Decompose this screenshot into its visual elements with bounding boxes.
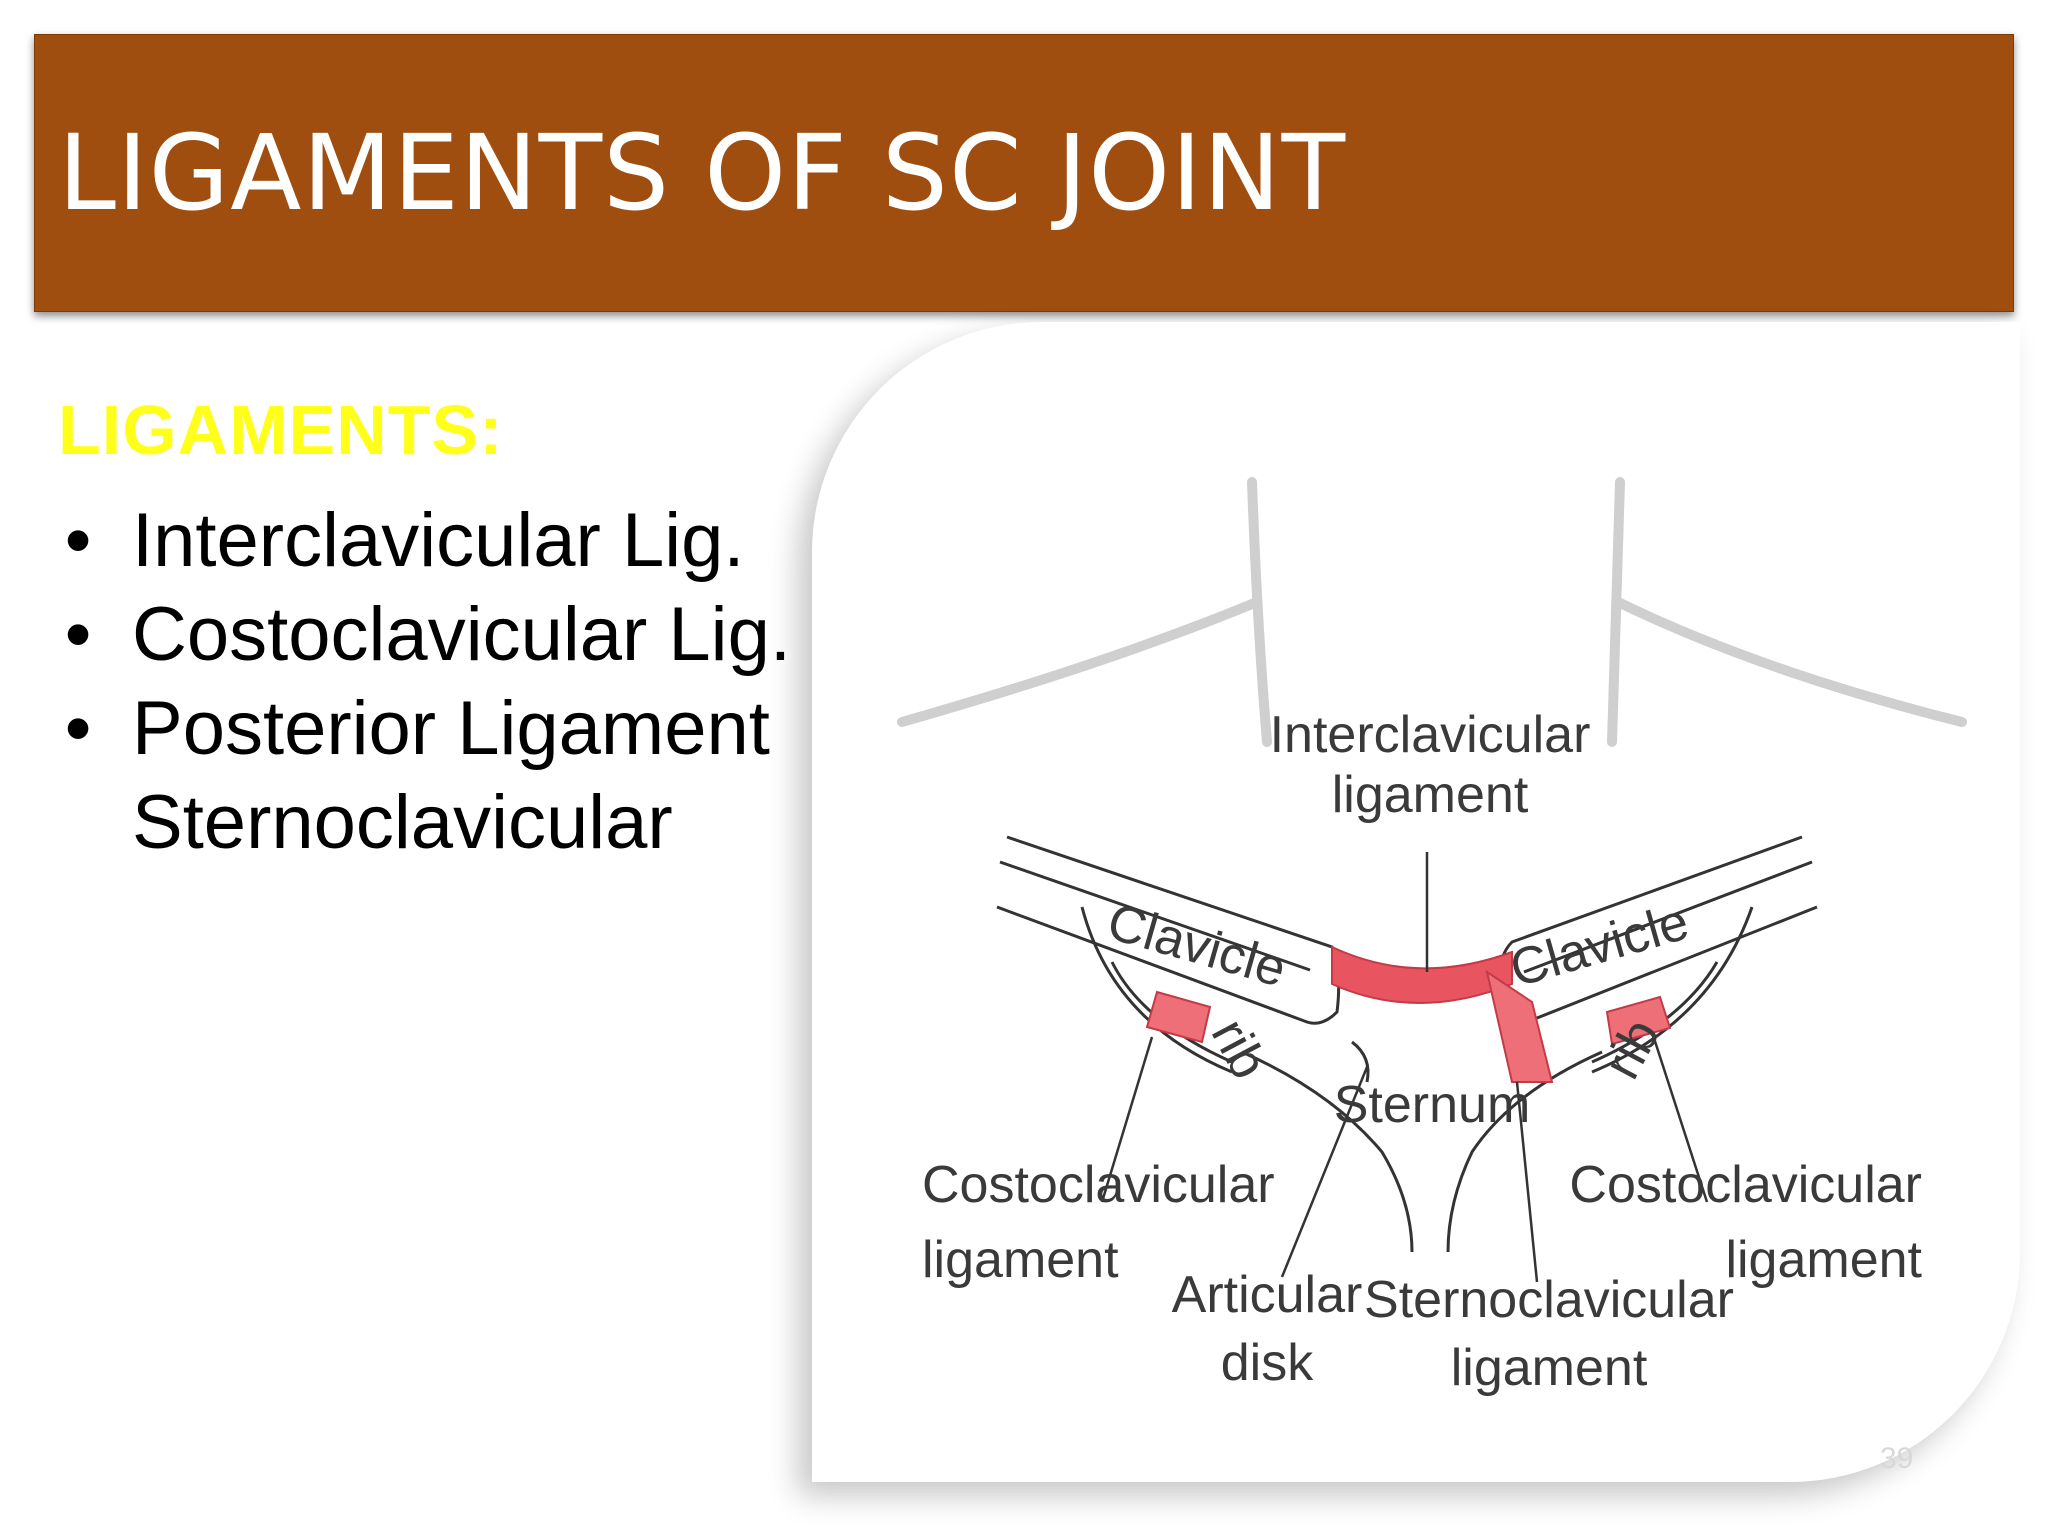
list-item-text: Interclavicular Lig. xyxy=(132,498,745,583)
articular-disk-label-1: Articular xyxy=(1172,1266,1363,1324)
list-item-text: Costoclavicular Lig. xyxy=(132,592,791,677)
costoclavicular-right-label-1: Costoclavicular xyxy=(1569,1156,1922,1214)
list-item-continuation: Sternoclavicular xyxy=(58,776,858,870)
costoclavicular-ligament-left xyxy=(1145,990,1212,1044)
sternoclavicular-label-2: ligament xyxy=(1451,1339,1648,1397)
interclavicular-label-1: Interclavicular xyxy=(1270,706,1591,764)
interclavicular-ligament xyxy=(1331,945,1513,1004)
list-item: • Posterior Ligament xyxy=(58,682,858,776)
costoclavicular-left-label-2: ligament xyxy=(922,1231,1119,1289)
bullet-icon: • xyxy=(64,498,92,583)
neck-outline xyxy=(897,477,1967,747)
title-bar xyxy=(34,34,2014,312)
ligaments-heading: LIGAMENTS: xyxy=(58,391,504,469)
slide-number: 39 xyxy=(1880,1442,1914,1475)
costoclavicular-left-label-1: Costoclavicular xyxy=(922,1156,1275,1214)
sternoclavicular-label-1: Sternoclavicular xyxy=(1364,1271,1734,1329)
sternoclavicular-ligament xyxy=(1485,969,1554,1083)
list-item: • Interclavicular Lig. xyxy=(58,494,858,588)
leader-lines xyxy=(1100,852,1709,1283)
interclavicular-label-2: ligament xyxy=(1332,766,1529,824)
list-item: • Costoclavicular Lig. xyxy=(58,588,858,682)
articular-disk-label-2: disk xyxy=(1221,1334,1314,1392)
ligament-list: • Interclavicular Lig. • Costoclavicular L… xyxy=(58,494,858,870)
list-item-text: Posterior Ligament xyxy=(132,686,770,771)
sternum-outline xyxy=(1241,1040,1603,1253)
slide-title: LIGAMENTS OF SC JOINT xyxy=(58,112,1347,234)
bullet-icon: • xyxy=(64,686,92,771)
text-content: LIGAMENTS: • Interclavicular Lig. • Costoc… xyxy=(58,390,858,870)
list-item-text: Sternoclavicular xyxy=(132,780,673,865)
sc-joint-diagram: Interclavicular ligament Clavicle Clavic… xyxy=(897,477,1967,1397)
costoclavicular-ligament-right xyxy=(1605,995,1672,1046)
costoclavicular-right-label-2: ligament xyxy=(1725,1231,1922,1289)
sternum-label: Sternum xyxy=(1334,1076,1531,1134)
bullet-icon: • xyxy=(64,592,92,677)
diagram-frame: Interclavicular ligament Clavicle Clavic… xyxy=(812,322,2020,1482)
rib-left-label: rib xyxy=(1200,1010,1278,1088)
